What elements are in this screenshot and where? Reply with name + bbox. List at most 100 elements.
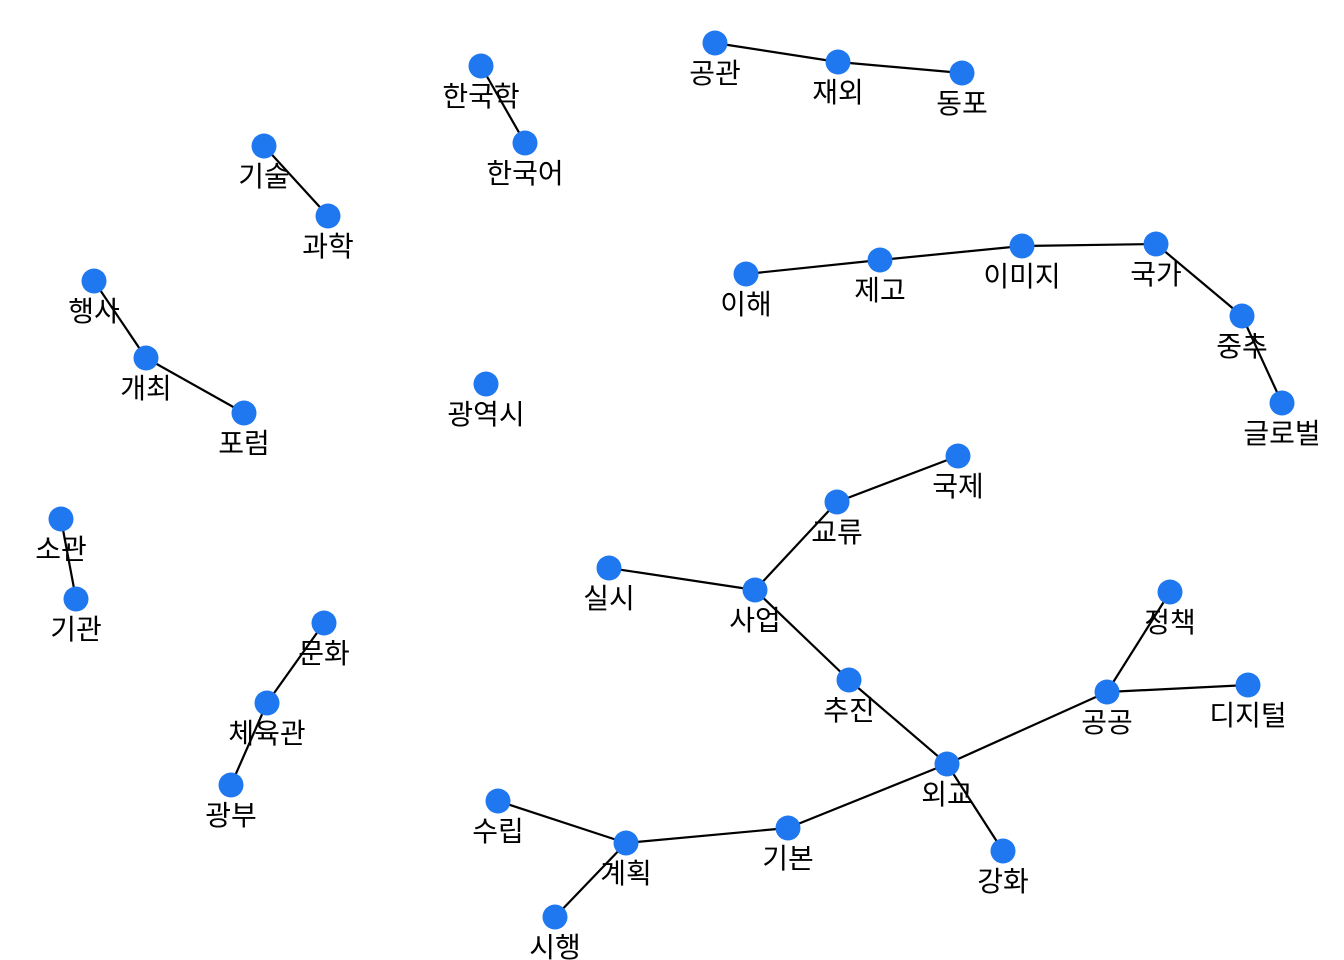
node-label-계획: 계획	[600, 857, 652, 890]
node-사업[interactable]	[742, 577, 768, 603]
node-label-정책: 정책	[1144, 606, 1196, 639]
edge-소관-기관	[59, 518, 78, 600]
node-광역시[interactable]	[473, 371, 499, 397]
node-label-기술: 기술	[238, 160, 290, 193]
node-label-공관: 공관	[689, 57, 741, 90]
node-기관[interactable]	[63, 586, 89, 612]
node-교류[interactable]	[824, 489, 850, 515]
node-label-수립: 수립	[472, 815, 524, 848]
node-광부[interactable]	[218, 772, 244, 798]
nodes-layer	[48, 30, 1295, 930]
node-label-중추: 중추	[1216, 330, 1268, 363]
edge-사업-추진	[754, 589, 850, 681]
edge-외교-강화	[946, 763, 1004, 852]
edge-공공-외교	[946, 690, 1108, 766]
edge-중추-글로벌	[1241, 315, 1283, 404]
node-한국학[interactable]	[468, 53, 494, 79]
edge-제고-이미지	[879, 244, 1023, 262]
node-label-과학: 과학	[302, 230, 354, 263]
edge-교류-사업	[754, 501, 838, 591]
edge-체육관-광부	[229, 702, 269, 786]
node-label-한국어: 한국어	[486, 157, 563, 190]
node-문화[interactable]	[311, 610, 337, 636]
node-계획[interactable]	[613, 830, 639, 856]
node-국제[interactable]	[945, 443, 971, 469]
node-국가[interactable]	[1143, 231, 1169, 257]
node-정책[interactable]	[1157, 579, 1183, 605]
node-중추[interactable]	[1229, 303, 1255, 329]
node-기술[interactable]	[251, 133, 277, 159]
edge-정책-공공	[1106, 591, 1171, 693]
node-추진[interactable]	[836, 667, 862, 693]
node-label-소관: 소관	[35, 533, 87, 566]
node-label-광역시: 광역시	[447, 398, 524, 431]
edge-계획-시행	[554, 842, 627, 918]
node-label-재외: 재외	[812, 76, 864, 109]
node-강화[interactable]	[990, 838, 1016, 864]
node-기본[interactable]	[775, 815, 801, 841]
node-제고[interactable]	[867, 247, 893, 273]
node-과학[interactable]	[315, 203, 341, 229]
node-실시[interactable]	[596, 555, 622, 581]
node-공공[interactable]	[1094, 679, 1120, 705]
edge-공관-재외	[714, 41, 839, 64]
edge-수립-계획	[497, 799, 627, 845]
node-개최[interactable]	[133, 345, 159, 371]
node-소관[interactable]	[48, 506, 74, 532]
node-label-개최: 개최	[120, 372, 172, 405]
node-label-기본: 기본	[762, 842, 814, 875]
edge-재외-동포	[837, 60, 963, 75]
node-label-기관: 기관	[50, 613, 102, 646]
node-이해[interactable]	[733, 261, 759, 287]
node-label-추진: 추진	[823, 694, 875, 727]
edge-이해-제고	[745, 258, 881, 276]
node-이미지[interactable]	[1009, 233, 1035, 259]
edge-국제-교류	[836, 454, 959, 504]
edge-이미지-국가	[1021, 242, 1157, 248]
node-label-글로벌: 글로벌	[1243, 417, 1320, 450]
node-수립[interactable]	[485, 788, 511, 814]
node-공관[interactable]	[702, 30, 728, 56]
node-label-외교: 외교	[921, 778, 973, 811]
node-label-문화: 문화	[298, 637, 350, 670]
node-label-행사: 행사	[68, 295, 120, 328]
edge-공공-디지털	[1106, 683, 1249, 694]
edge-개최-포럼	[145, 357, 245, 414]
node-label-포럼: 포럼	[218, 427, 270, 460]
node-label-이해: 이해	[720, 288, 772, 321]
node-label-시행: 시행	[529, 931, 581, 960]
node-디지털[interactable]	[1235, 672, 1261, 698]
node-시행[interactable]	[542, 904, 568, 930]
node-체육관[interactable]	[254, 690, 280, 716]
node-포럼[interactable]	[231, 400, 257, 426]
node-label-광부: 광부	[205, 799, 257, 832]
node-label-실시: 실시	[583, 582, 635, 615]
node-label-한국학: 한국학	[442, 80, 519, 113]
edge-문화-체육관	[266, 622, 325, 704]
node-label-사업: 사업	[729, 604, 781, 637]
node-label-국가: 국가	[1130, 258, 1182, 291]
node-label-강화: 강화	[977, 865, 1029, 898]
node-외교[interactable]	[934, 751, 960, 777]
edge-한국학-한국어	[480, 65, 526, 144]
node-label-이미지: 이미지	[983, 260, 1060, 293]
node-재외[interactable]	[825, 49, 851, 75]
node-label-국제: 국제	[932, 470, 984, 503]
node-label-디지털: 디지털	[1209, 699, 1286, 732]
node-한국어[interactable]	[512, 130, 538, 156]
edge-기본-계획	[625, 826, 789, 845]
edge-행사-개최	[93, 280, 147, 359]
edge-기술-과학	[263, 145, 329, 217]
edges-layer	[59, 41, 1283, 918]
node-행사[interactable]	[81, 268, 107, 294]
edge-국가-중추	[1155, 243, 1243, 317]
node-label-공공: 공공	[1081, 706, 1133, 739]
node-글로벌[interactable]	[1269, 390, 1295, 416]
node-동포[interactable]	[949, 60, 975, 86]
node-label-동포: 동포	[936, 87, 988, 120]
node-label-체육관: 체육관	[228, 717, 305, 750]
edge-외교-기본	[787, 762, 948, 830]
